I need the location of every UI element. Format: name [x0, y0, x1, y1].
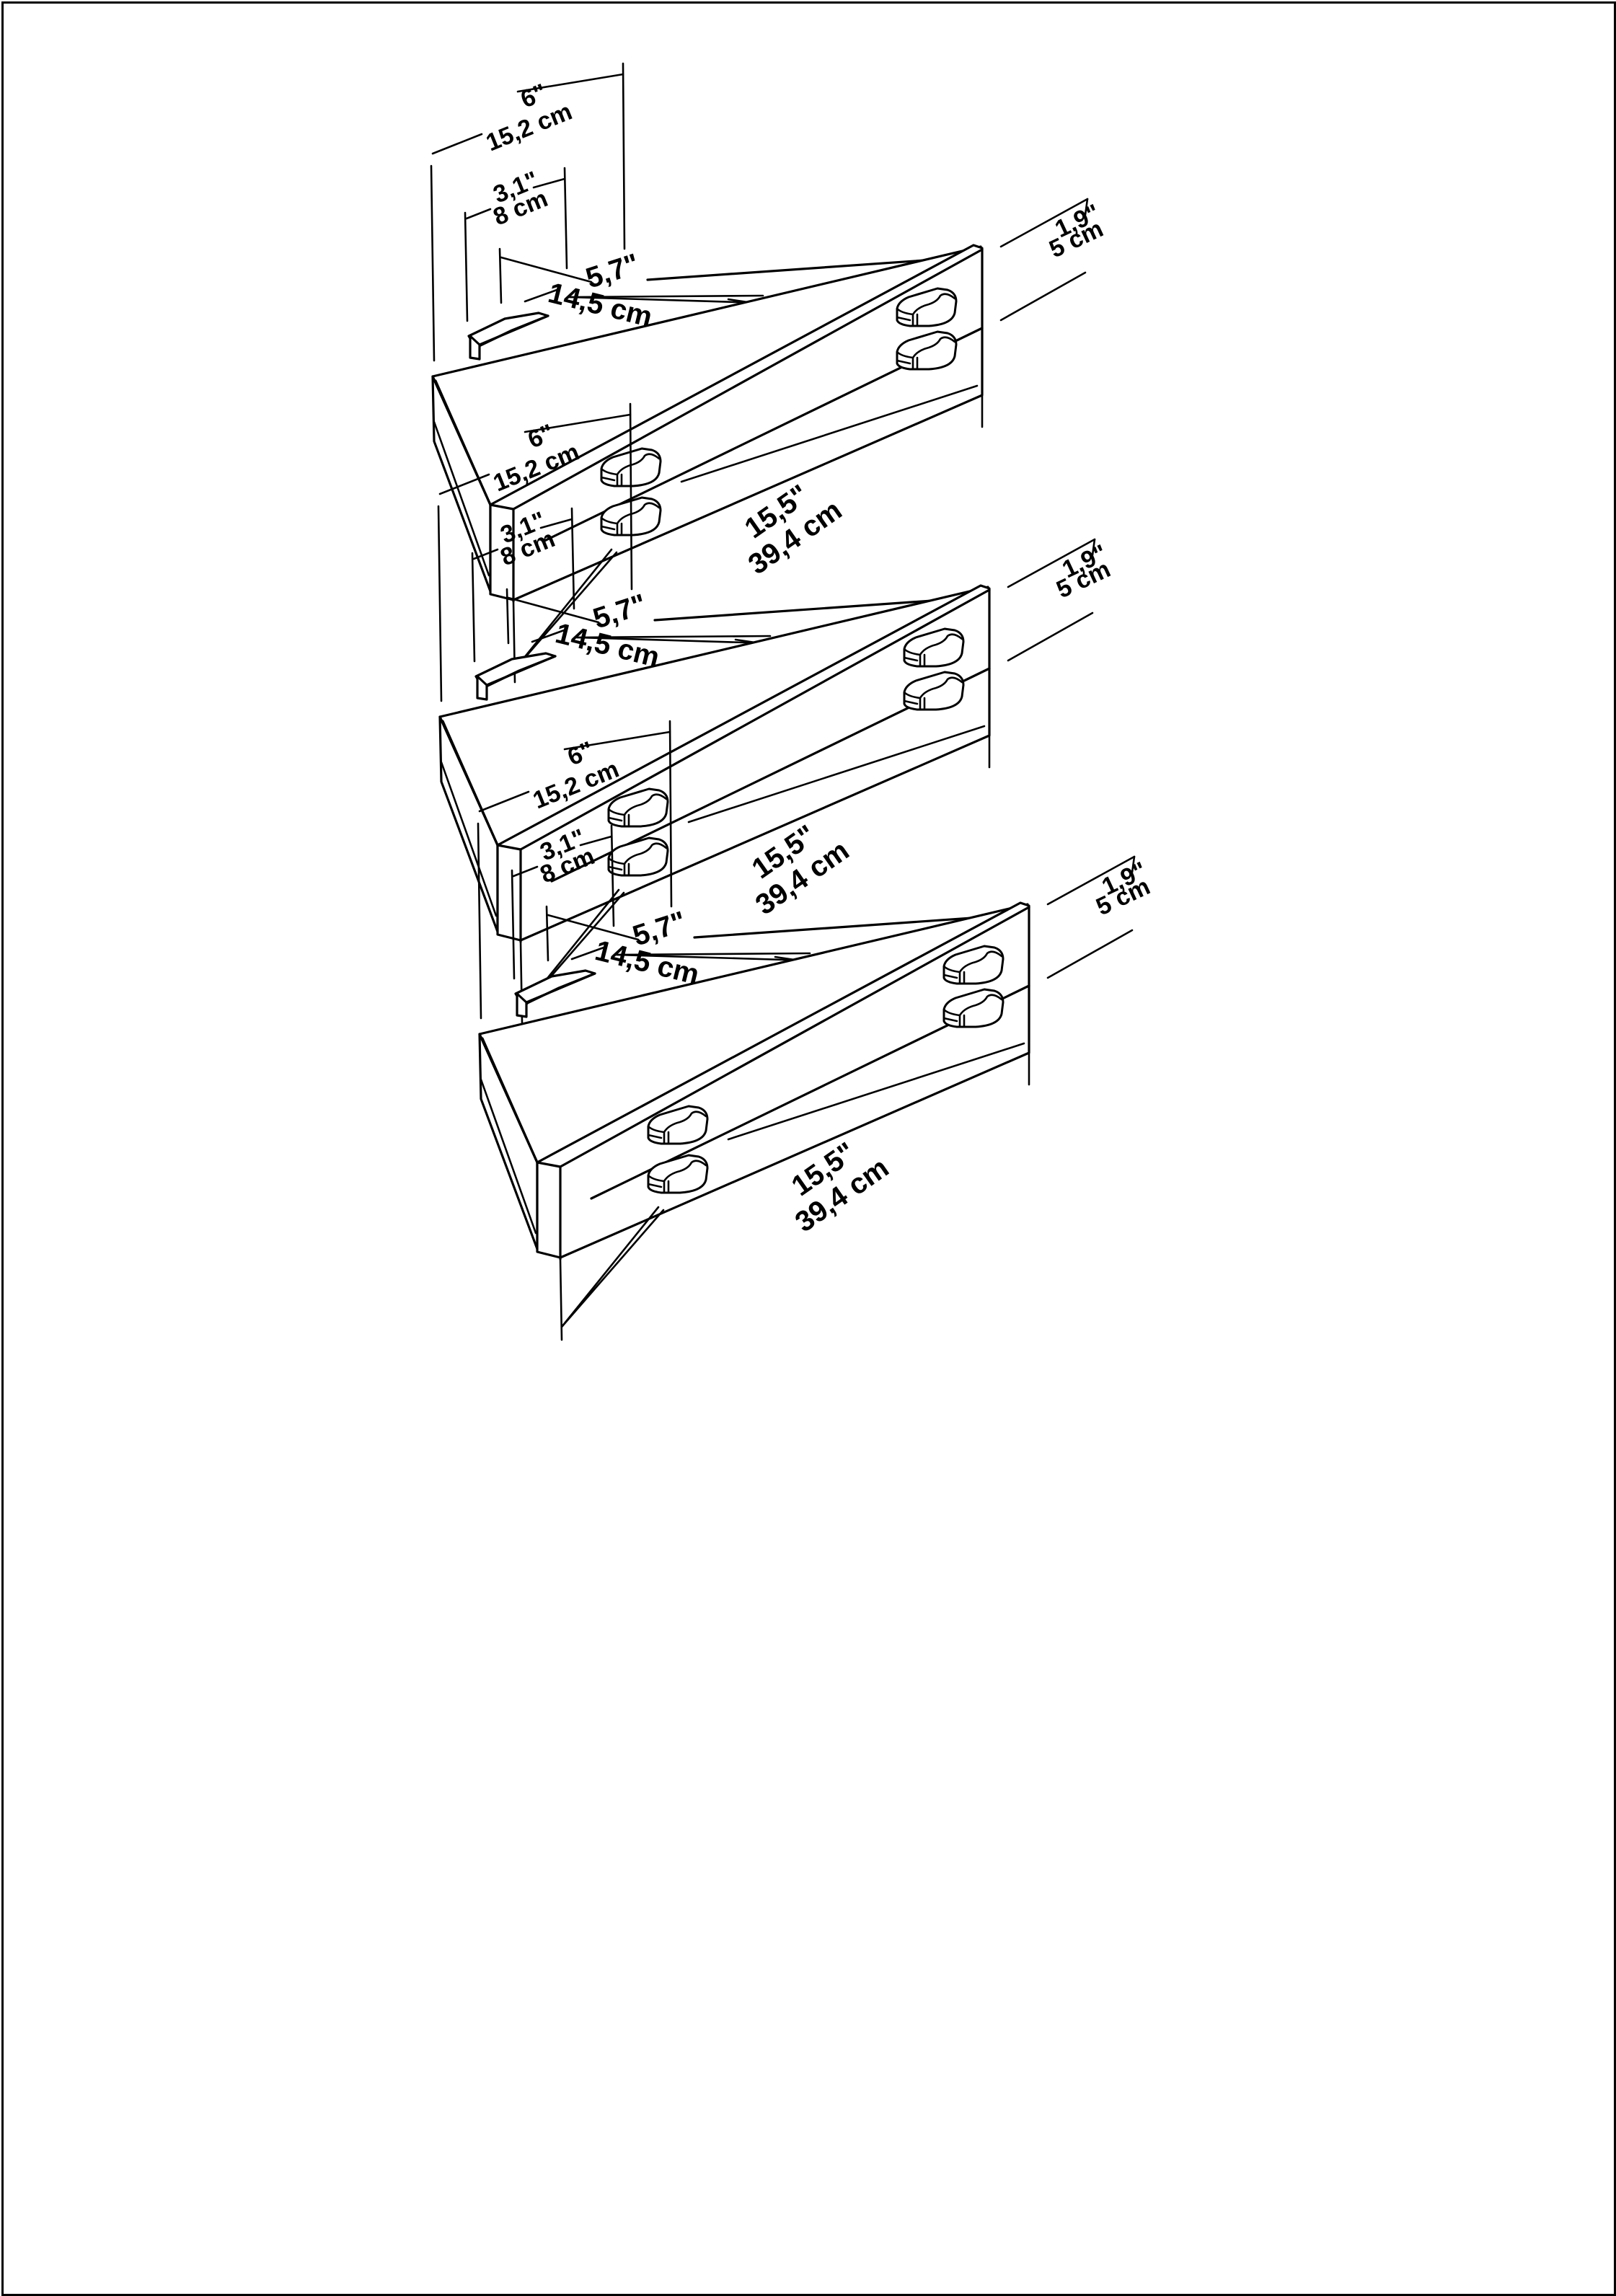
shelf-dimension-drawing: 6" 15,2 cm 3,1" 8 cm 5,7" 14,5 cm 1,9" 5… — [430, 62, 1154, 1341]
